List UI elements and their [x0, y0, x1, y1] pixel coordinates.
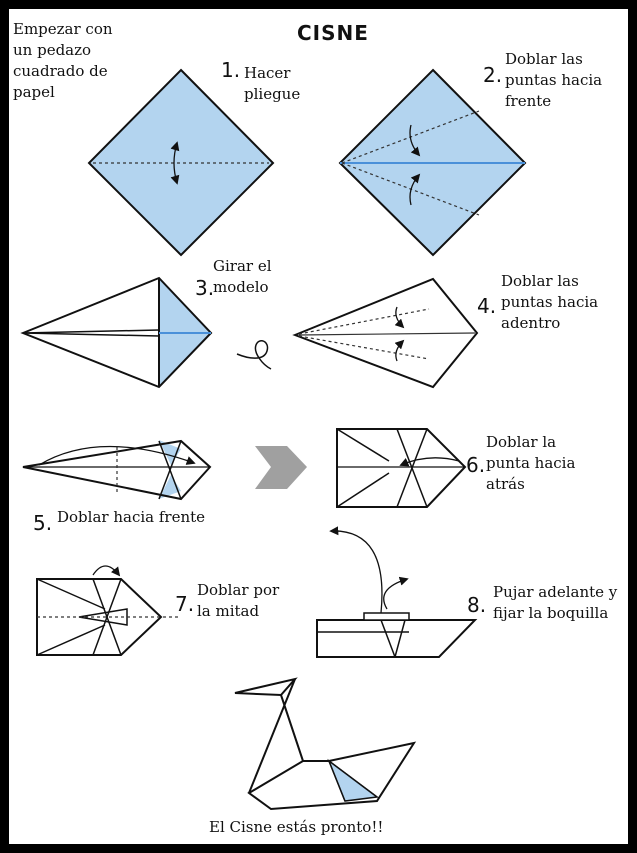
intro-line: cuadrado de	[13, 62, 108, 80]
step4-number: 4.	[477, 294, 497, 318]
step3-text: Girar el modelo	[213, 256, 272, 298]
step2-diagram	[338, 68, 527, 257]
step2-line: puntas hacia	[505, 71, 603, 89]
page-title: CISNE	[297, 21, 369, 45]
progress-arrow-icon	[255, 446, 307, 489]
step4-line: puntas hacia	[501, 293, 599, 311]
step6-line: punta hacia	[486, 454, 576, 472]
instruction-sheet: CISNE Empezar con un pedazo cuadrado de …	[9, 9, 628, 844]
step6-line: Doblar la	[486, 433, 557, 451]
step8-diagram	[316, 526, 478, 658]
intro-line: papel	[13, 83, 55, 101]
step1-line: Hacer	[244, 64, 291, 82]
final-swan-diagram	[234, 677, 417, 811]
step4-line: Doblar las	[501, 272, 579, 290]
step4-line: adentro	[501, 314, 561, 332]
step7-line: la mitad	[197, 602, 260, 620]
step4-diagram	[292, 277, 479, 389]
step3-diagram	[20, 276, 272, 389]
step5-diagram	[22, 439, 212, 501]
origami-diagrams	[20, 68, 527, 811]
step7-diagram	[36, 565, 181, 656]
step8-line: Pujar adelante y	[493, 583, 618, 601]
step3-line: Girar el	[213, 257, 272, 275]
step1-line: pliegue	[244, 85, 301, 103]
step4-text: Doblar las puntas hacia adentro	[501, 271, 598, 334]
step2-number: 2.	[483, 63, 503, 87]
step8-number: 8.	[467, 593, 487, 617]
step3-number: 3.	[195, 276, 215, 300]
step8-text: Pujar adelante y fijar la boquilla	[493, 582, 617, 624]
step6-text: Doblar la punta hacia atrás	[486, 432, 575, 495]
intro-line: un pedazo	[13, 41, 92, 59]
step5-line: Doblar hacia frente	[57, 508, 206, 526]
step3-line: modelo	[213, 278, 269, 296]
step6-diagram	[336, 428, 467, 508]
intro-line: Empezar con	[13, 20, 113, 38]
step1-text: Hacer pliegue	[244, 63, 300, 105]
step5-text: Doblar hacia frente	[57, 507, 205, 528]
step2-text: Doblar las puntas hacia frente	[505, 49, 602, 112]
step7-number: 7.	[175, 592, 195, 616]
step7-text: Doblar por la mitad	[197, 580, 279, 622]
step8-line: fijar la boquilla	[493, 604, 609, 622]
closing-text: El Cisne estás pronto!!	[209, 818, 384, 836]
step6-number: 6.	[466, 453, 486, 477]
step2-line: Doblar las	[505, 50, 583, 68]
step5-number: 5.	[33, 511, 53, 535]
step1-diagram	[87, 68, 275, 257]
step1-number: 1.	[221, 58, 241, 82]
step6-line: atrás	[486, 475, 525, 493]
step2-line: frente	[505, 92, 552, 110]
step7-line: Doblar por	[197, 581, 280, 599]
intro-text: Empezar con un pedazo cuadrado de papel	[13, 19, 113, 103]
